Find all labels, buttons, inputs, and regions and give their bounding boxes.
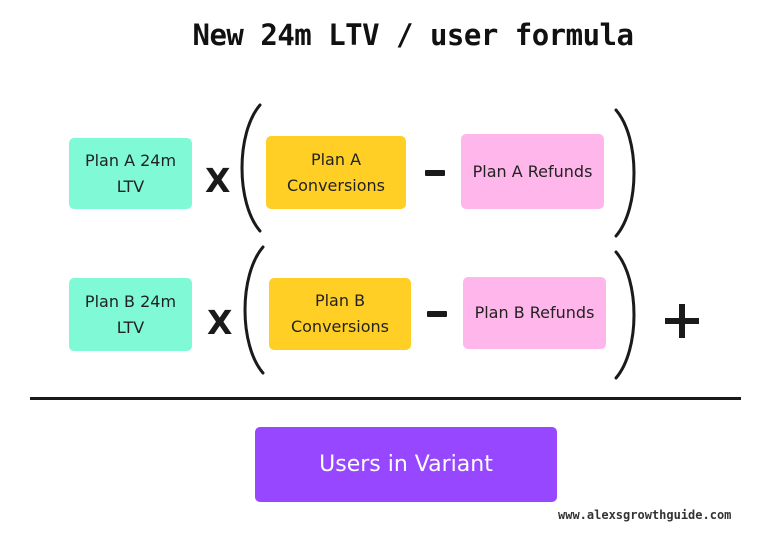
plan-a-refunds-box: Plan A Refunds	[461, 134, 604, 209]
minus-sign-a	[425, 170, 445, 176]
watermark-url: www.alexsgrowthguide.com	[558, 508, 732, 522]
plan-b-refunds-box: Plan B Refunds	[463, 277, 606, 349]
right-paren-b	[614, 250, 636, 380]
plan-b-ltv-box: Plan B 24m LTV	[69, 278, 192, 351]
minus-sign-b	[427, 311, 447, 317]
multiply-sign-b: X	[207, 303, 233, 342]
left-paren-a	[240, 103, 262, 233]
left-paren-b	[243, 245, 265, 375]
fraction-bar	[30, 397, 741, 400]
right-paren-a	[614, 108, 636, 238]
plan-a-conversions-box: Plan A Conversions	[266, 136, 406, 209]
users-in-variant-box: Users in Variant	[255, 427, 557, 502]
plan-b-conversions-box: Plan B Conversions	[269, 278, 411, 350]
multiply-sign-a: X	[205, 161, 231, 200]
plan-a-ltv-box: Plan A 24m LTV	[69, 138, 192, 209]
formula-title: New 24m LTV / user formula	[192, 18, 634, 52]
plus-sign	[665, 304, 699, 338]
